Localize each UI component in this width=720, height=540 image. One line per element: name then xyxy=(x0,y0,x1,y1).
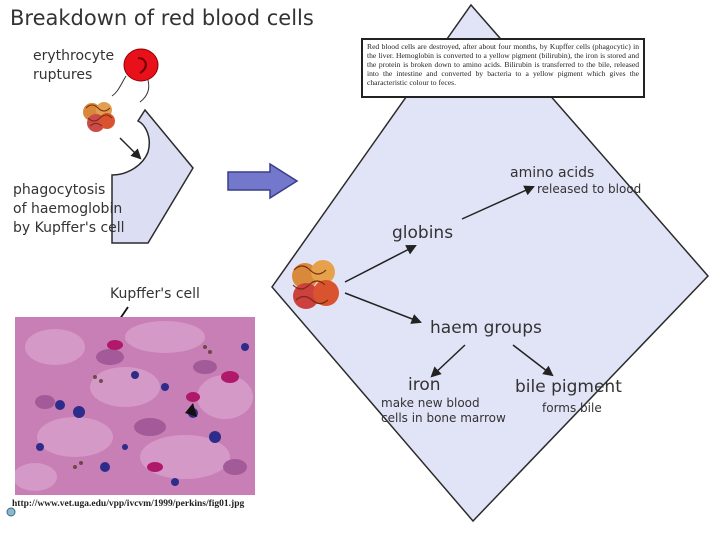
kupffer-cell-shape xyxy=(111,108,194,244)
label-phagocytosis: phagocytosis of haemoglobin by Kupffer's… xyxy=(13,181,125,238)
red-blood-cell-icon xyxy=(111,48,159,103)
label-globins: globins xyxy=(392,223,454,243)
flow-block-arrow-icon xyxy=(227,162,299,200)
label-amino-acids: amino acids xyxy=(510,165,595,181)
arrow-to-globins xyxy=(344,245,417,283)
label-kupffer-cell: Kupffer's cell xyxy=(110,286,200,302)
label-ruptures: ruptures xyxy=(33,67,93,83)
info-text-box: Red blood cells are destroyed, after abo… xyxy=(361,38,645,98)
engulf-arrow xyxy=(119,137,142,160)
label-phagocytosis-line2: of haemoglobin xyxy=(13,201,123,217)
label-iron-note-line2: cells in bone marrow xyxy=(381,411,506,425)
label-phagocytosis-line3: by Kupffer's cell xyxy=(13,220,125,236)
label-erythrocyte-ruptures: erythrocyte ruptures xyxy=(33,47,114,85)
slide-corner-icon xyxy=(6,507,16,517)
label-iron-note: make new blood cells in bone marrow xyxy=(381,396,506,426)
arrow-to-haem xyxy=(344,292,422,324)
process-diamond xyxy=(271,3,710,523)
arrow-to-bile xyxy=(512,344,554,377)
arrow-to-iron xyxy=(430,344,466,378)
label-phagocytosis-line1: phagocytosis xyxy=(13,182,106,198)
label-haem-groups: haem groups xyxy=(430,318,542,338)
label-iron-note-line1: make new blood xyxy=(381,396,480,410)
kupffer-cell-micrograph xyxy=(15,317,255,495)
source-url: http://www.vet.uga.edu/vpp/ivcvm/1999/pe… xyxy=(12,499,245,509)
label-released-to-blood: released to blood xyxy=(537,182,642,196)
arrow-to-amino xyxy=(461,185,535,220)
label-forms-bile: forms bile xyxy=(542,401,602,415)
label-bile-pigment: bile pigment xyxy=(515,377,622,397)
page-title: Breakdown of red blood cells xyxy=(10,6,314,30)
label-erythrocyte: erythrocyte xyxy=(33,48,115,64)
haemoglobin-molecule-icon xyxy=(292,260,339,309)
haemoglobin-molecule-small-icon xyxy=(83,102,115,132)
label-iron: iron xyxy=(408,375,441,395)
